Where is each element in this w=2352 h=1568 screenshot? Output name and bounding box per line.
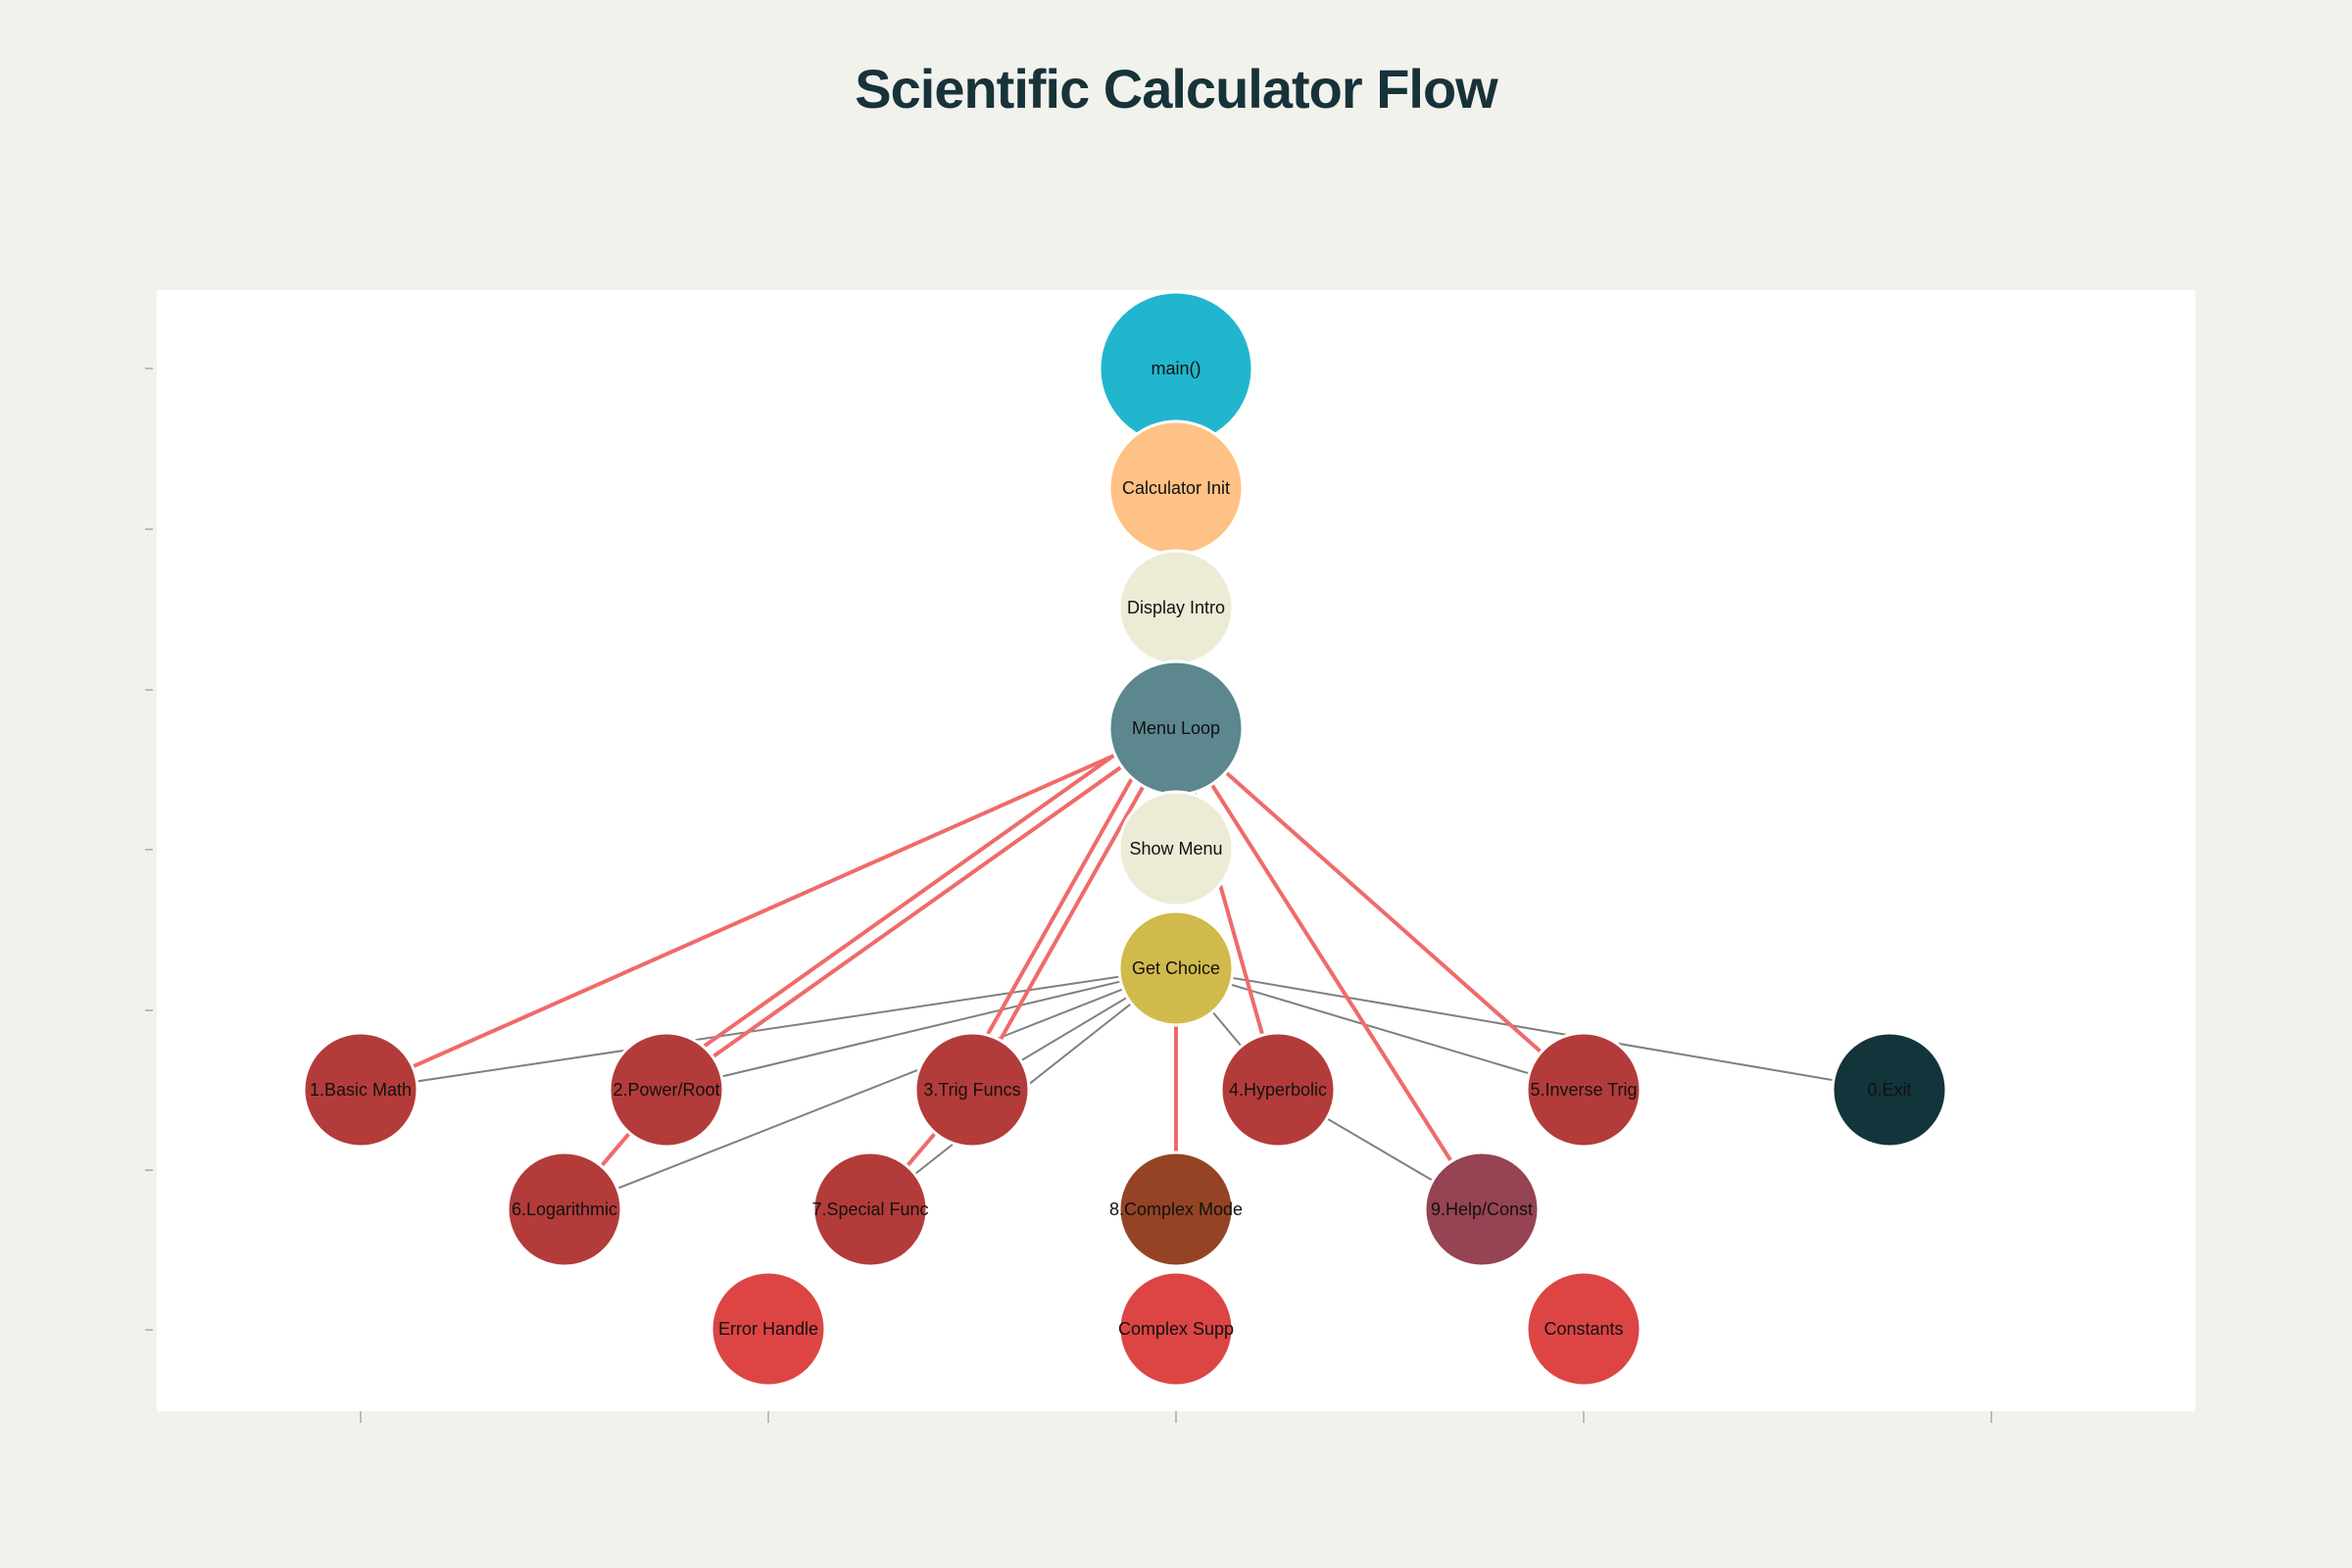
node-label-inverse: 5.Inverse Trig — [1530, 1080, 1637, 1100]
node-label-log: 6.Logarithmic — [512, 1200, 617, 1219]
edge-menu-to-trig — [970, 727, 1178, 1091]
node-label-hyper: 4.Hyperbolic — [1229, 1080, 1327, 1100]
node-complex: 8.Complex Mode — [1109, 1151, 1243, 1268]
edge-choice-to-inverse — [1175, 967, 1585, 1091]
node-circle-trig — [913, 1031, 1031, 1149]
node-label-help: 9.Help/Const — [1431, 1200, 1533, 1219]
node-circle-error — [710, 1270, 827, 1388]
node-const: Constants — [1525, 1270, 1642, 1388]
node-circle-special — [811, 1151, 929, 1268]
node-label-basic: 1.Basic Math — [310, 1080, 412, 1100]
edge-choice-to-power — [665, 967, 1177, 1091]
node-circle-complex — [1117, 1151, 1235, 1268]
node-circle-log — [506, 1151, 623, 1268]
node-circle-basic — [302, 1031, 419, 1149]
node-choice: Get Choice — [1117, 909, 1235, 1027]
node-trig: 3.Trig Funcs — [913, 1031, 1031, 1149]
node-intro: Display Intro — [1117, 549, 1235, 666]
edge-menu-to-help — [1174, 726, 1484, 1211]
node-inverse: 5.Inverse Trig — [1525, 1031, 1642, 1149]
node-circle-power — [608, 1031, 725, 1149]
node-hyper: 4.Hyperbolic — [1219, 1031, 1337, 1149]
node-circle-const — [1525, 1270, 1642, 1388]
node-label-error: Error Handle — [718, 1319, 818, 1339]
node-label-choice: Get Choice — [1132, 958, 1220, 978]
node-label-complex: 8.Complex Mode — [1109, 1200, 1243, 1219]
node-label-main: main() — [1151, 359, 1200, 378]
edge-menu-to-power — [664, 726, 1178, 1092]
node-label-intro: Display Intro — [1127, 598, 1225, 617]
node-label-csupp: Complex Supp — [1118, 1319, 1234, 1339]
node-label-init: Calculator Init — [1122, 478, 1230, 498]
edge-choice-to-log — [564, 967, 1177, 1210]
node-csupp: Complex Supp — [1117, 1270, 1235, 1388]
node-circle-csupp — [1117, 1270, 1235, 1388]
node-init: Calculator Init — [1107, 419, 1245, 557]
node-circle-help — [1423, 1151, 1541, 1268]
node-label-trig: 3.Trig Funcs — [923, 1080, 1020, 1100]
edge-choice-to-basic — [360, 967, 1177, 1091]
node-label-special: 7.Special Func — [811, 1200, 928, 1219]
node-exit: 0.Exit — [1831, 1031, 1948, 1149]
node-label-power: 2.Power/Root — [612, 1080, 719, 1100]
node-help: 9.Help/Const — [1423, 1151, 1541, 1268]
node-error: Error Handle — [710, 1270, 827, 1388]
node-circle-choice — [1117, 909, 1235, 1027]
node-show: Show Menu — [1117, 790, 1235, 907]
node-circle-show — [1117, 790, 1235, 907]
node-basic: 1.Basic Math — [302, 1031, 419, 1149]
node-log: 6.Logarithmic — [506, 1151, 623, 1268]
node-circle-hyper — [1219, 1031, 1337, 1149]
edge-menu-to-trig — [958, 720, 1166, 1085]
edge-menu-to-power — [657, 714, 1170, 1081]
node-label-menu: Menu Loop — [1132, 718, 1220, 738]
page-title: Scientific Calculator Flow — [855, 58, 1497, 120]
node-circle-inverse — [1525, 1031, 1642, 1149]
node-label-const: Constants — [1544, 1319, 1623, 1339]
axis-ticks — [145, 368, 1992, 1423]
node-label-exit: 0.Exit — [1867, 1080, 1911, 1100]
node-power: 2.Power/Root — [608, 1031, 725, 1149]
edge-menu-to-inverse — [1174, 726, 1586, 1092]
node-menu: Menu Loop — [1107, 660, 1245, 797]
edge-choice-to-exit — [1175, 967, 1890, 1091]
node-label-show: Show Menu — [1129, 839, 1222, 858]
node-special: 7.Special Func — [811, 1151, 929, 1268]
edge-menu-to-basic — [360, 726, 1177, 1092]
node-circle-exit — [1831, 1031, 1948, 1149]
